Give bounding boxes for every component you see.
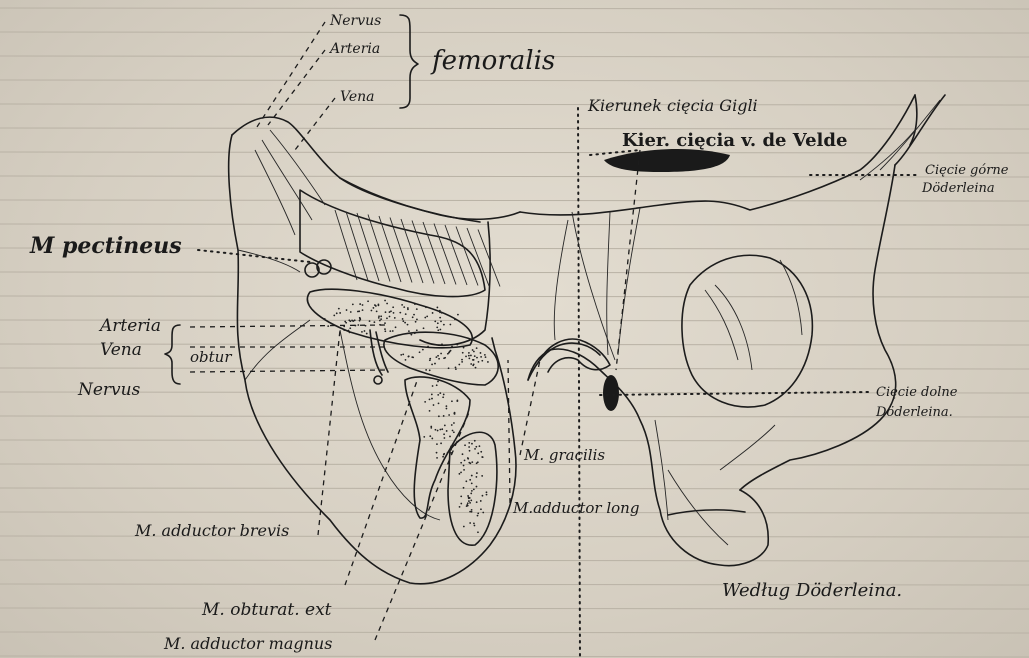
label-m-gracilis: M. gracilis [524, 448, 605, 463]
label-kierunek-ciecia-gigli: Kierunek cięcia Gigli [588, 98, 758, 114]
label-ciecie-dolne: Cięcie dolne [876, 386, 957, 399]
label-ciecie-dolne-doderleina: Döderleina. [876, 406, 953, 419]
label-m-obturat-ext: M. obturat. ext [202, 602, 332, 619]
label-ciecie-gorne: Cięcie górne [925, 164, 1009, 177]
leader-lines [165, 15, 920, 658]
right-pelvic-bone-section [520, 95, 945, 566]
label-arteria-obtur: Arteria [100, 318, 161, 335]
label-ciecie-gorne-doderleina: Döderleina [922, 182, 995, 195]
label-vena-obtur: Vena [100, 342, 142, 359]
label-obtur: obtur [190, 350, 232, 365]
label-vena-femoralis: Vena [340, 90, 374, 104]
label-femoralis: femoralis [432, 48, 555, 74]
label-nervus-femoralis: Nervus [330, 14, 381, 28]
label-arteria-femoralis: Arteria [330, 42, 380, 56]
label-m-adductor-magnus: M. adductor magnus [164, 636, 332, 652]
left-pelvic-bone-section [229, 117, 520, 584]
label-m-pectineus: M pectineus [30, 235, 182, 257]
label-m-adductor-long: M.adductor long [513, 501, 639, 516]
label-kier-ciecia-de-velde: Kier. cięcia v. de Velde [622, 132, 847, 150]
label-nervus-obtur: Nervus [78, 382, 140, 399]
label-m-adductor-brevis: M. adductor brevis [135, 523, 289, 539]
label-wedlug-doderleina: Według Döderleina. [722, 582, 902, 600]
